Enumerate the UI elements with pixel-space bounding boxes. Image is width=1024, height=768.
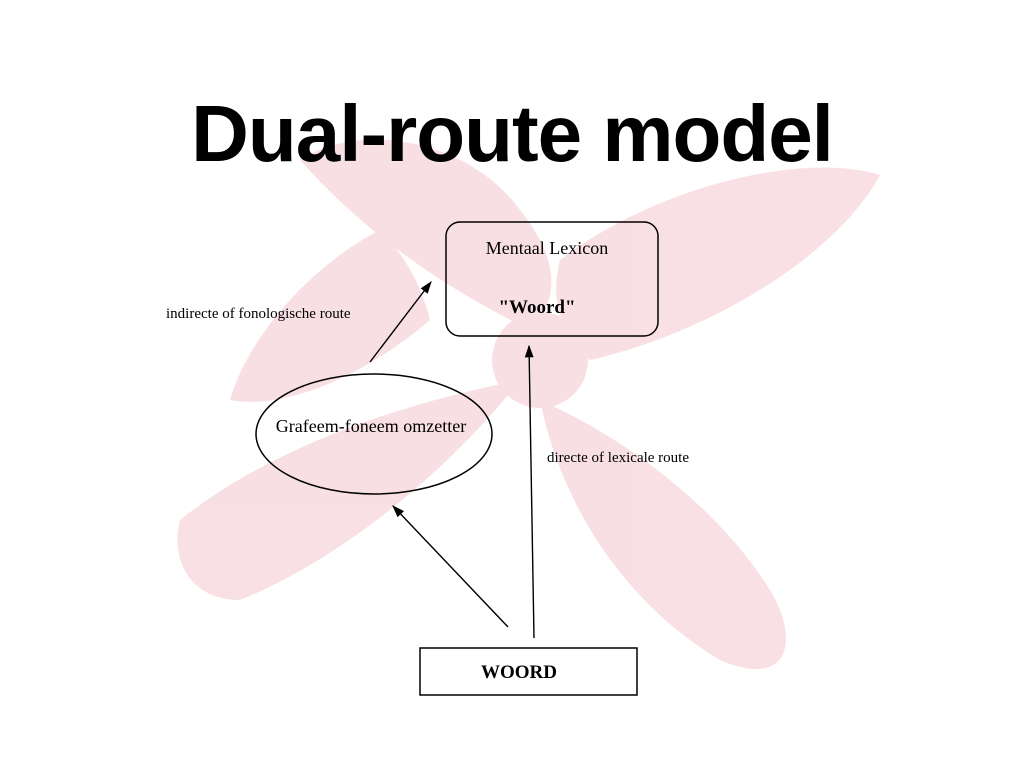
lexicon-label: Mentaal Lexicon	[486, 238, 608, 258]
arrow-input-to-converter	[392, 505, 509, 628]
converter-ellipse	[255, 373, 493, 495]
converter-label: Grafeem-foneem omzetter	[276, 416, 466, 436]
watermark-petal-top	[300, 139, 552, 330]
watermark-petal-upper-left	[230, 230, 430, 402]
watermark-petal-right	[556, 167, 880, 360]
input-box	[419, 647, 638, 696]
watermark-petal-left	[177, 380, 520, 600]
page-title: Dual-route model	[191, 89, 834, 178]
lexicon-word: "Woord"	[498, 297, 575, 318]
indirect-route-label: indirecte of fonologische route	[166, 306, 351, 322]
direct-route-label: directe of lexicale route	[547, 450, 689, 466]
lexicon-box	[445, 221, 659, 337]
input-label: WOORD	[481, 662, 557, 683]
watermark-petal-bottom	[540, 400, 786, 670]
arrow-converter-to-lexicon	[369, 280, 432, 363]
arrow-input-to-lexicon	[524, 344, 535, 639]
